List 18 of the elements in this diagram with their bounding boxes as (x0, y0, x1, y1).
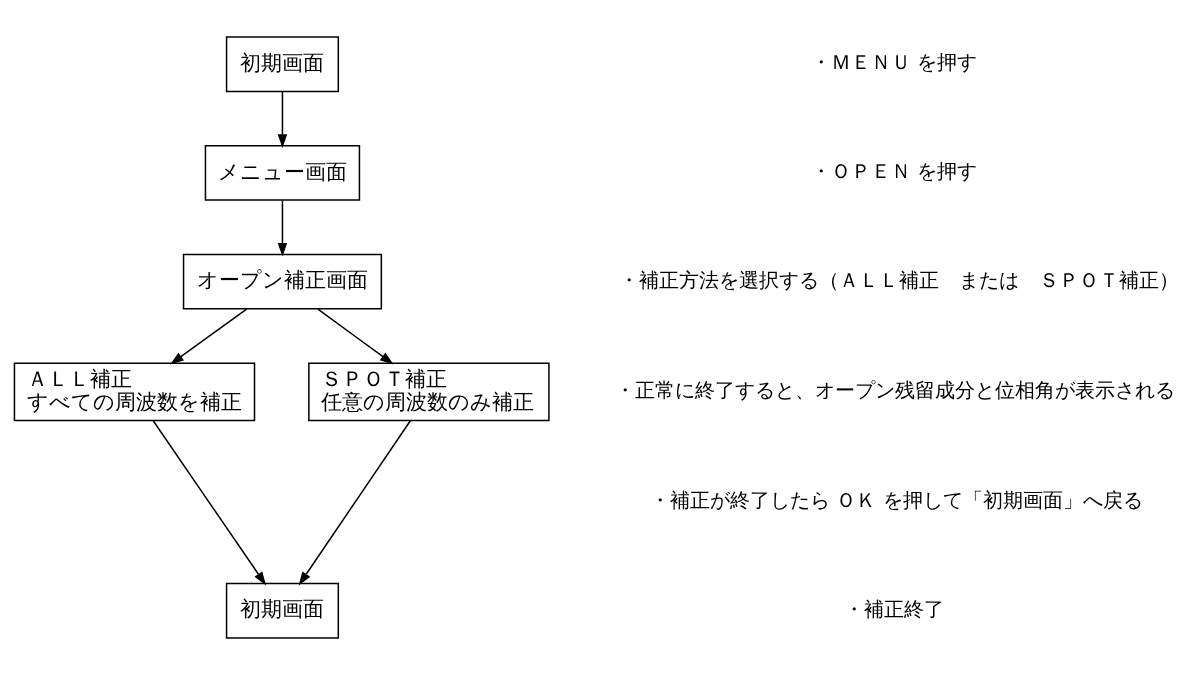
node-box: ＡＬＬ補正 すべての周波数を補正 (13, 362, 256, 422)
arrow (170, 308, 248, 365)
node-box: ＳＰＯＴ補正 任意の周波数のみ補正 (308, 362, 550, 422)
node-box: オープン補正画面 (182, 253, 383, 310)
label: ・補正方法を選択する（ＡＬＬ補正 または ＳＰＯＴ補正） (619, 268, 1180, 292)
arrow (317, 308, 394, 365)
label: ・補正が終了したら ＯＫ を押して「初期画面」へ戻る (650, 489, 1143, 513)
label: ・ＯＰＥＮ を押す (810, 160, 978, 184)
arrow (277, 91, 288, 148)
label: ・ＭＥＮＵ を押す (810, 51, 978, 75)
arrow (277, 199, 288, 257)
node-box: メニュー画面 (204, 145, 361, 201)
arrow (298, 419, 412, 586)
node-box: 初期画面 (225, 36, 340, 93)
label: ・補正終了 (844, 597, 945, 621)
node-box: 初期画面 (225, 582, 340, 639)
arrow (152, 419, 267, 586)
label: ・正常に終了すると、オープン残留成分と位相角が表示される (615, 378, 1176, 402)
